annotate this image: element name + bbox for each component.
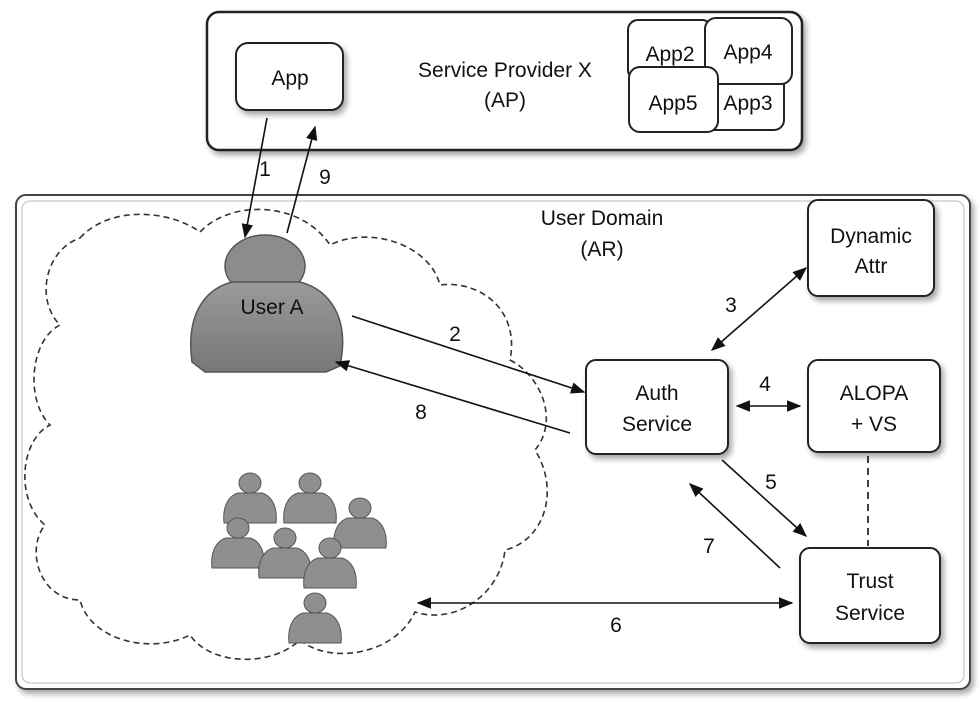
user-a-figure[interactable]: User A	[190, 234, 344, 373]
user-domain-title: User Domain	[541, 207, 664, 230]
step-label-2: 2	[449, 323, 461, 346]
arrow-step-9	[286, 125, 318, 234]
alopa-vs-node[interactable]: ALOPA + VS	[807, 359, 941, 453]
arrow-step-8	[334, 360, 571, 434]
app-node[interactable]: App	[235, 42, 344, 111]
app-stack: App3 App2 App4 App5	[627, 17, 793, 133]
service-provider-subtitle: (AP)	[484, 89, 526, 112]
step-label-6: 6	[610, 614, 622, 637]
app2-label: App2	[645, 43, 694, 66]
user-a-label: User A	[240, 296, 303, 319]
step-label-3: 3	[725, 294, 737, 317]
auth-service-label-2: Service	[622, 413, 692, 436]
app5-label: App5	[648, 92, 697, 115]
app-label: App	[271, 67, 308, 90]
auth-service-node[interactable]: Auth Service	[585, 359, 729, 455]
dynamic-attr-label-1: Dynamic	[830, 225, 912, 248]
connectors	[241, 117, 869, 609]
step-labels: 1 9 2 8 3 4 5 7 6	[259, 158, 777, 637]
alopa-vs-label-2: + VS	[851, 413, 897, 436]
step-label-7: 7	[703, 535, 715, 558]
arrow-step-1	[241, 117, 268, 239]
step-label-9: 9	[319, 166, 331, 189]
user-cloud	[24, 208, 549, 661]
step-label-1: 1	[259, 158, 271, 181]
arrow-step-3	[710, 267, 808, 351]
app5-node[interactable]: App5	[628, 66, 719, 133]
step-label-8: 8	[415, 401, 427, 424]
step-label-5: 5	[765, 471, 777, 494]
service-provider-title: Service Provider X	[418, 59, 592, 82]
arrow-step-5	[721, 459, 808, 537]
trust-service-label-2: Service	[835, 602, 905, 625]
app4-label: App4	[723, 41, 772, 64]
arrow-step-7	[688, 483, 781, 569]
dynamic-attr-label-2: Attr	[855, 255, 888, 278]
app2-node[interactable]: App2	[627, 19, 713, 81]
arrow-step-2	[351, 315, 586, 394]
step-label-4: 4	[759, 373, 771, 396]
app3-label: App3	[723, 92, 772, 115]
trust-service-label-1: Trust	[846, 570, 893, 593]
auth-service-label-1: Auth	[635, 382, 678, 405]
trust-service-node[interactable]: Trust Service	[799, 547, 941, 644]
dynamic-attr-node[interactable]: Dynamic Attr	[807, 199, 935, 297]
user-domain-subtitle: (AR)	[580, 238, 623, 261]
alopa-vs-label-1: ALOPA	[840, 382, 908, 405]
app4-node[interactable]: App4	[704, 17, 793, 85]
